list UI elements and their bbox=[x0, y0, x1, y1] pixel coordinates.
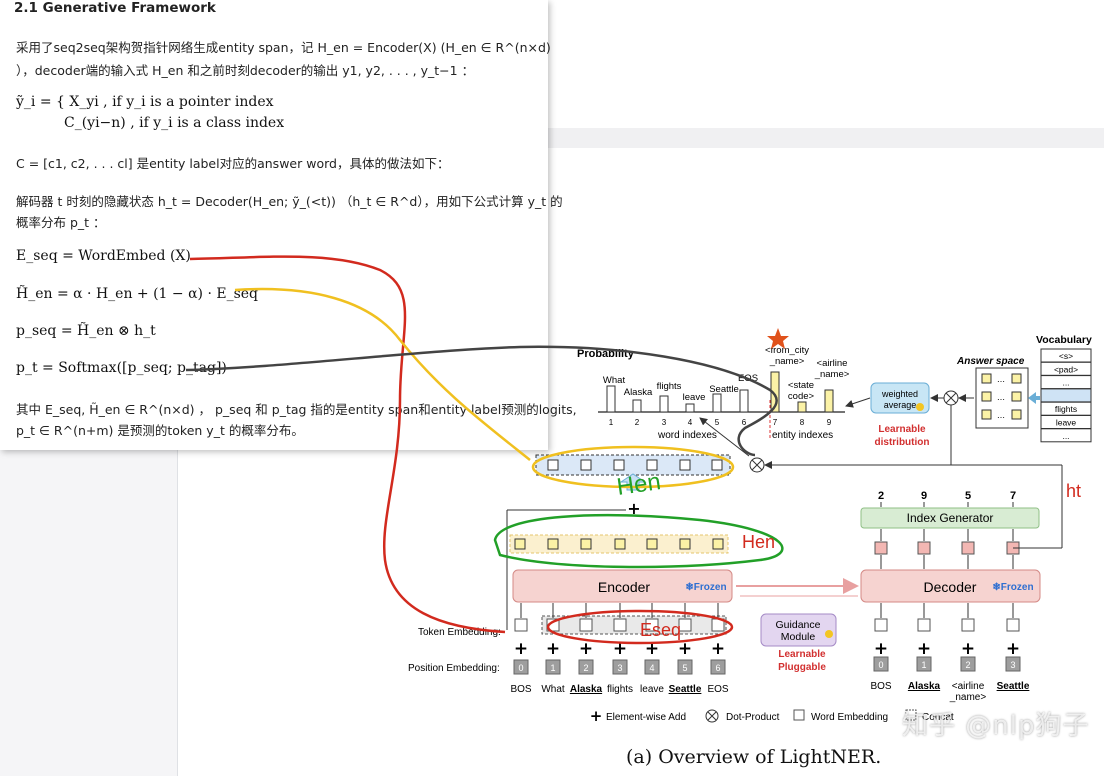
equation-eseq: E_seq = WordEmbed (X) bbox=[16, 248, 191, 264]
equation-pt: p_t = Softmax([p_seq; p_tag]) bbox=[16, 360, 227, 376]
equation-hen: H̃_en = α · H_en + (1 − α) · E_seq bbox=[16, 286, 259, 302]
section-heading: 2.1 Generative Framework bbox=[14, 0, 216, 16]
closing-line1: 其中 E_seq, H̃_en ∈ R^(n×d) ， p_seq 和 p_ta… bbox=[16, 402, 577, 417]
para1-line1: 采用了seq2seq架构贺指针网络生成entity span，记 H_en = … bbox=[16, 40, 551, 55]
watermark: 知乎 @nlp狗子 bbox=[902, 711, 1090, 741]
case-class: C_(yi−n) , if y_i is a class index bbox=[64, 115, 285, 131]
decoder-line2: 概率分布 p_t ： bbox=[16, 215, 106, 230]
decoder-line1: 解码器 t 时刻的隐藏状态 h_t = Decoder(H_en; ỹ_(<t)… bbox=[16, 194, 563, 209]
closing-line2: p_t ∈ R^(n+m) 是预测的token y_t 的概率分布。 bbox=[16, 423, 304, 438]
case-pointer: ỹ_i = { X_yi , if y_i is a pointer index bbox=[16, 94, 274, 110]
para1-line2: ），decoder端的输入式 H_en 和之前时刻decoder的输出 y1, … bbox=[16, 63, 475, 78]
method-notes-panel: 2.1 Generative Framework 采用了seq2seq架构贺指针… bbox=[0, 0, 577, 450]
equation-pseq: p_seq = H̃_en ⊗ h_t bbox=[16, 323, 156, 339]
class-definition: C = [c1, c2, . . . cl] 是entity label对应的a… bbox=[16, 156, 450, 171]
figure-caption: (a) Overview of LightNER. bbox=[626, 746, 882, 768]
